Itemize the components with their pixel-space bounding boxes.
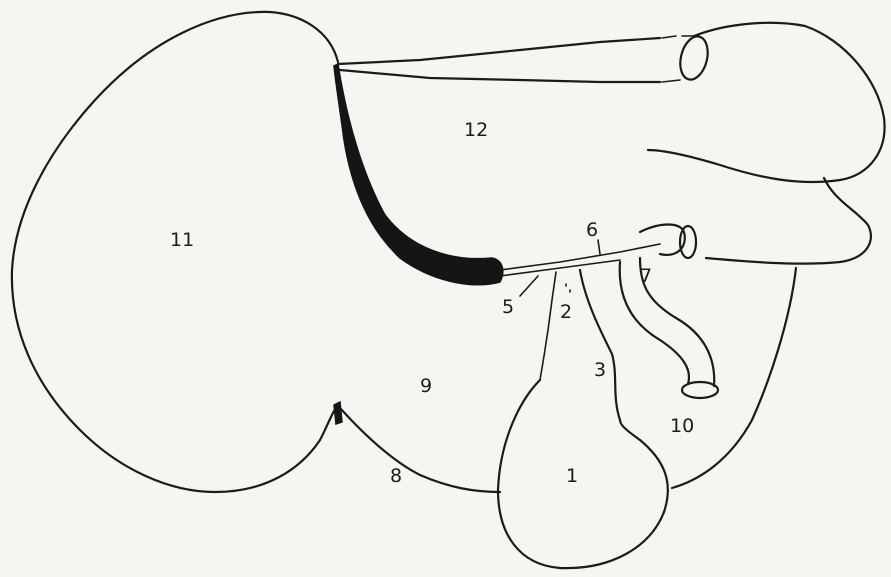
label-12: 12 [464,119,488,141]
left-lobe-cut-end [676,34,712,83]
label-2-dots [566,284,570,292]
label-1: 1 [566,465,578,487]
label-2: 2 [560,301,572,323]
quadrate-right-contour [672,268,796,488]
vessel-stump-opening [680,226,696,258]
label-3: 3 [594,359,606,381]
curved-vessel-end [682,382,718,398]
left-lobe-lower-dash [662,80,680,82]
inferior-border [340,408,500,492]
label-6: 6 [586,219,598,241]
label-5: 5 [502,296,514,318]
label-10: 10 [670,415,694,437]
label-8: 8 [390,465,402,487]
label-6-pointer [598,240,600,254]
cystic-duct-left [540,272,556,380]
label-9: 9 [420,375,432,397]
caudate-outline [706,178,871,264]
ligamentum-teres [334,64,503,285]
label-7: 7 [640,265,652,287]
left-lobe-cut-dash [662,36,694,38]
left-lobe-lower-band-edge [340,70,660,82]
label-5-pointer [520,276,538,296]
vessel-stump [640,225,685,255]
umbilical-notch [334,402,342,424]
gallbladder-outline [498,380,668,568]
curved-vessel [620,262,689,384]
label-11: 11 [170,229,194,251]
right-lobe-outline [12,12,338,492]
left-lobe-top-edge [338,38,660,64]
cystic-duct-right [580,270,620,420]
